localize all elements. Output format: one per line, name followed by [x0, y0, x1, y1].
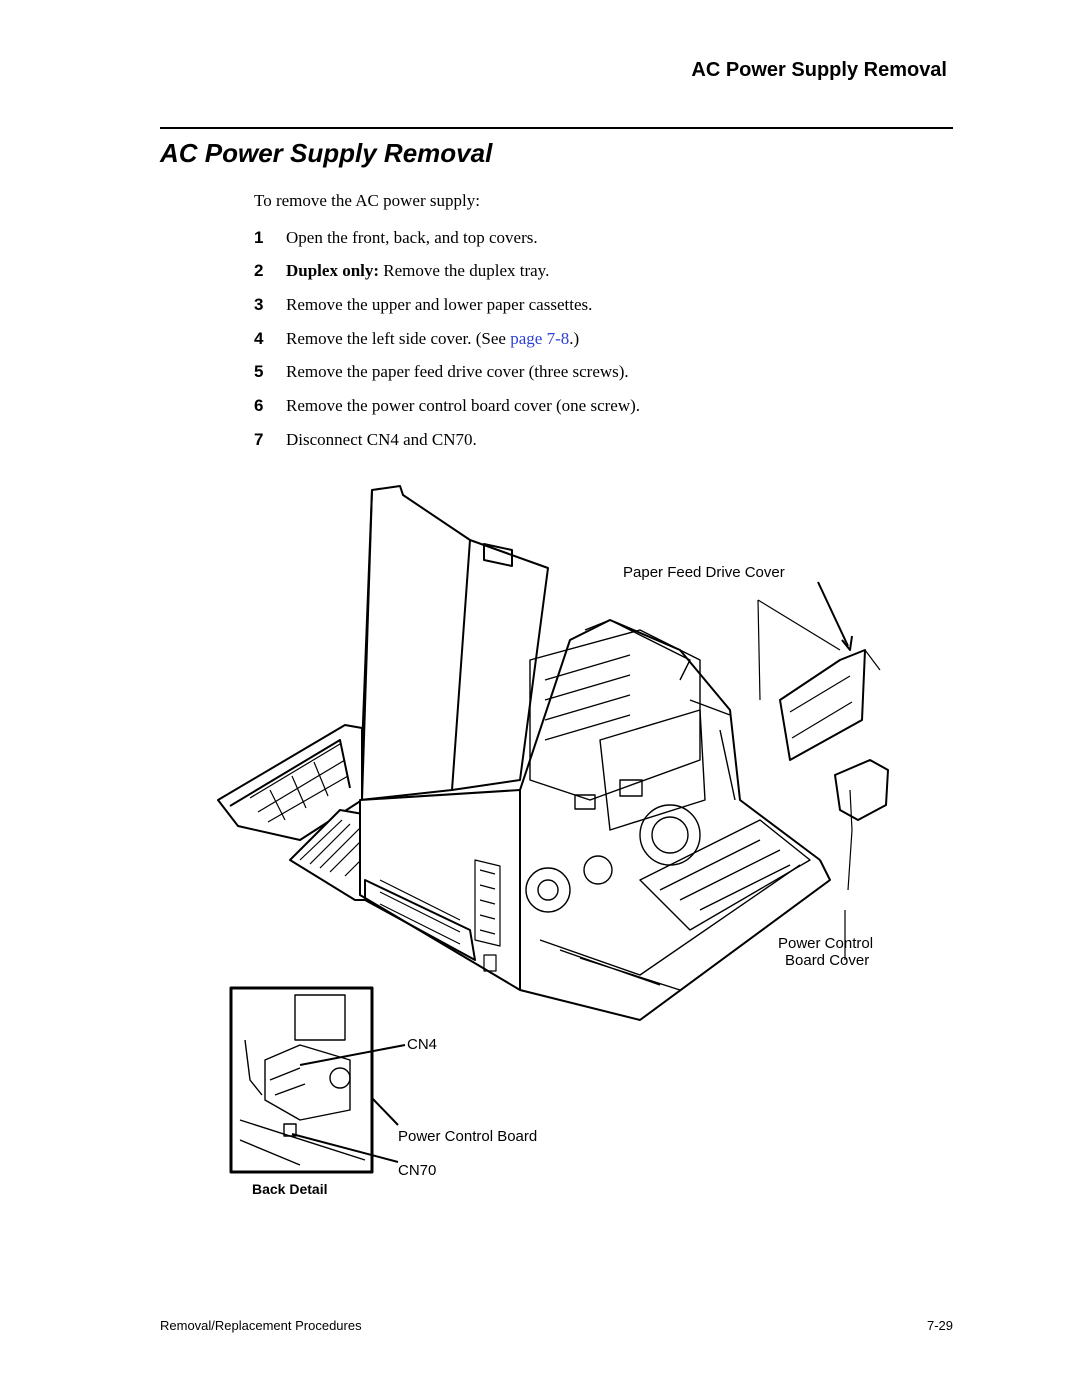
- step-text-before: Remove the left side cover. (See: [286, 329, 511, 348]
- step-text: Open the front, back, and top covers.: [286, 228, 538, 247]
- footer-section-name: Removal/Replacement Procedures: [160, 1318, 362, 1333]
- step-number: 7: [254, 430, 264, 449]
- callout-cn70: CN70: [398, 1162, 437, 1179]
- step-text: Disconnect CN4 and CN70.: [286, 430, 477, 449]
- callout-power-control-board: Power Control Board: [398, 1128, 538, 1145]
- step-text: Duplex only: Remove the duplex tray.: [286, 261, 549, 281]
- step-number: 5: [254, 362, 264, 381]
- step-text: Remove the power control board cover (on…: [286, 396, 641, 415]
- running-header: AC Power Supply Removal: [691, 59, 947, 81]
- step-text: Remove the left side cover. (See page 7-…: [286, 329, 579, 349]
- step-number: 4: [254, 329, 264, 348]
- step-number: 2: [254, 261, 264, 280]
- callout-paper-feed-drive-cover: Paper Feed Drive Cover: [623, 564, 785, 581]
- step-emphasis: Duplex only:: [286, 261, 380, 280]
- step-number: 3: [254, 295, 264, 314]
- header-rule: [160, 127, 953, 129]
- step-text-rest: Remove the duplex tray.: [379, 261, 550, 280]
- page-link[interactable]: page 7-8: [510, 329, 570, 348]
- inset-caption: Back Detail: [252, 1181, 328, 1197]
- step-text-after: .): [569, 329, 580, 348]
- section-title: AC Power Supply Removal: [160, 138, 493, 168]
- step-text: Remove the upper and lower paper cassett…: [286, 295, 593, 314]
- callout-power-control-board-cover-line1: Power Control: [778, 935, 874, 952]
- callout-power-control-board-cover-line2: Board Cover: [785, 952, 870, 969]
- step-number: 6: [254, 396, 264, 415]
- footer-page-number: 7-29: [926, 1318, 953, 1333]
- intro-text: To remove the AC power supply:: [254, 191, 480, 210]
- step-number: 1: [254, 228, 264, 247]
- step-text: Remove the paper feed drive cover (three…: [286, 362, 629, 381]
- callout-cn4: CN4: [407, 1036, 438, 1053]
